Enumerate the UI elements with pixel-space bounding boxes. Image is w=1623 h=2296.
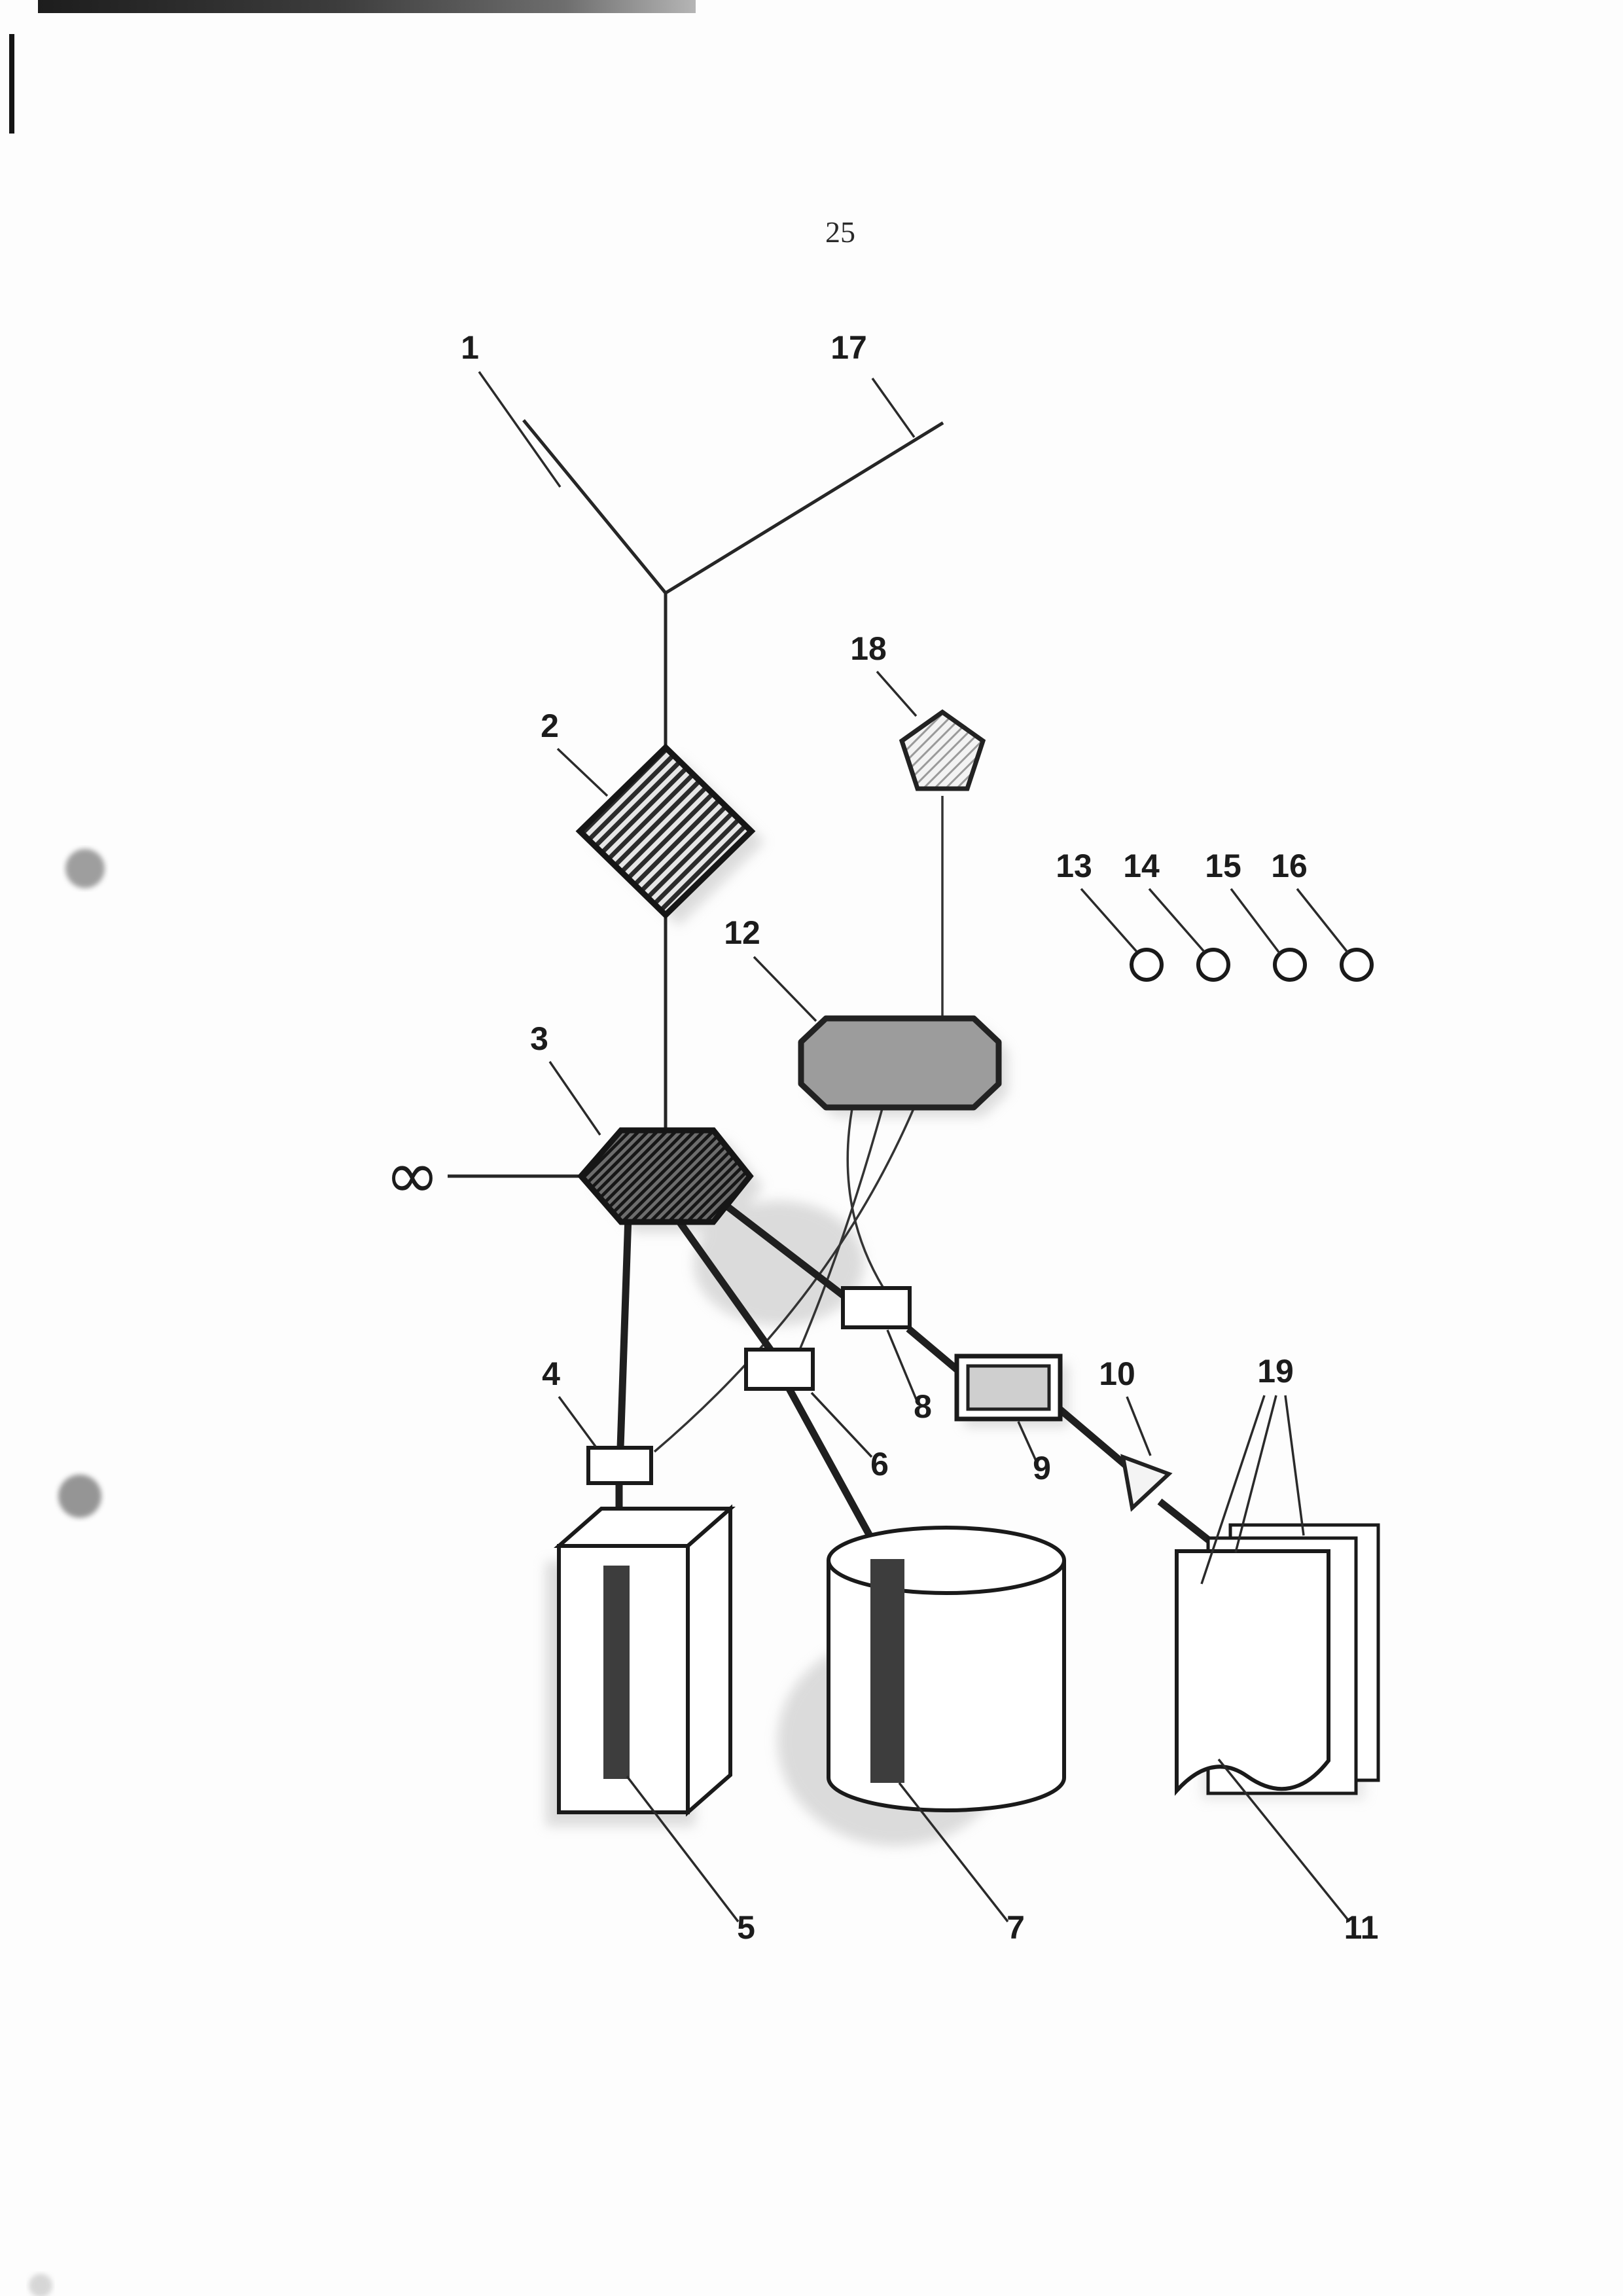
components bbox=[554, 709, 1380, 1817]
guide-unit-6 bbox=[744, 1348, 815, 1391]
label-8: 8 bbox=[914, 1388, 932, 1425]
indicator-circle-13 bbox=[1130, 948, 1164, 982]
leader-15 bbox=[1230, 888, 1281, 954]
label-12: 12 bbox=[724, 914, 760, 951]
guide-unit-8 bbox=[841, 1286, 912, 1329]
punch-hole-top bbox=[65, 849, 105, 888]
yarn-line-left bbox=[522, 419, 667, 594]
label-18: 18 bbox=[850, 630, 887, 667]
double-frame-unit-9 bbox=[954, 1354, 1063, 1422]
leader-lines bbox=[478, 370, 1351, 1923]
line-8-to-9 bbox=[906, 1325, 961, 1374]
line-9-to-10 bbox=[1056, 1405, 1131, 1471]
label-2: 2 bbox=[541, 708, 559, 744]
label-5: 5 bbox=[737, 1909, 755, 1946]
yarn-line-right bbox=[664, 421, 944, 595]
scan-artifacts bbox=[9, 0, 696, 2296]
label-10: 10 bbox=[1099, 1355, 1135, 1392]
guide-unit-4 bbox=[586, 1446, 653, 1485]
cylinder-dark-insert bbox=[870, 1559, 904, 1783]
leader-6 bbox=[810, 1391, 873, 1458]
monitor-line-to-8 bbox=[846, 1108, 885, 1289]
leader-16 bbox=[1296, 888, 1349, 954]
box5-right-face bbox=[686, 1504, 732, 1817]
unit9-inner-frame bbox=[966, 1364, 1051, 1411]
leader-18 bbox=[876, 670, 918, 717]
leader-14 bbox=[1148, 888, 1205, 953]
cylinder-can-7 bbox=[827, 1526, 1066, 1812]
top-scan-strip bbox=[38, 0, 696, 13]
bottom-scan-speck bbox=[29, 2274, 52, 2296]
leader-12 bbox=[753, 956, 817, 1022]
label-4: 4 bbox=[542, 1355, 560, 1392]
label-6: 6 bbox=[870, 1446, 889, 1482]
infinity-symbol: ∞ bbox=[385, 1137, 439, 1213]
label-11: 11 bbox=[1344, 1909, 1379, 1946]
indicator-circle-14 bbox=[1196, 948, 1230, 982]
label-15: 15 bbox=[1205, 848, 1241, 884]
leader-7 bbox=[898, 1782, 1009, 1923]
label-16: 16 bbox=[1271, 848, 1308, 884]
hexagon-unit-3 bbox=[577, 1127, 754, 1225]
leader-1 bbox=[478, 370, 562, 488]
line-3-to-8 bbox=[713, 1194, 848, 1300]
leader-19b bbox=[1234, 1395, 1277, 1553]
label-14: 14 bbox=[1123, 848, 1160, 884]
page-number: 25 bbox=[825, 215, 855, 249]
leader-10 bbox=[1126, 1396, 1152, 1456]
label-13: 13 bbox=[1056, 848, 1092, 884]
cylinder-top-opening bbox=[827, 1526, 1066, 1595]
monitor-line-to-4 bbox=[653, 1108, 915, 1453]
leader-19c bbox=[1284, 1395, 1305, 1536]
reference-labels: 25 1 17 2 18 12 13 14 15 16 3 ∞ 4 8 6 9 … bbox=[385, 215, 1378, 1946]
label-17: 17 bbox=[830, 329, 867, 366]
box5-dark-insert bbox=[603, 1566, 630, 1779]
container-box-5 bbox=[554, 1504, 736, 1817]
leader-19a bbox=[1200, 1395, 1266, 1585]
leader-11 bbox=[1217, 1758, 1351, 1923]
path-smudge bbox=[694, 1201, 864, 1325]
sheet-front bbox=[1175, 1549, 1330, 1796]
label-1: 1 bbox=[461, 329, 479, 366]
leader-4 bbox=[558, 1395, 597, 1448]
label-7: 7 bbox=[1007, 1909, 1025, 1946]
leader-3 bbox=[548, 1061, 601, 1136]
monitor-lines bbox=[653, 796, 944, 1453]
line-10-to-11 bbox=[1157, 1498, 1212, 1544]
punch-hole-bottom bbox=[58, 1475, 101, 1518]
leader-2 bbox=[556, 747, 609, 797]
funnel-unit-10 bbox=[1120, 1454, 1173, 1512]
diamond-unit-2 bbox=[575, 743, 756, 920]
yarn-lines bbox=[448, 419, 944, 1178]
line-3-to-6 bbox=[672, 1213, 776, 1355]
indicator-circle-15 bbox=[1273, 948, 1307, 982]
leader-17 bbox=[871, 377, 916, 439]
label-9: 9 bbox=[1033, 1450, 1051, 1486]
leader-8 bbox=[886, 1329, 918, 1400]
leader-5 bbox=[626, 1775, 740, 1923]
monitor-line-to-6 bbox=[798, 1108, 883, 1350]
indicator-circles bbox=[1130, 948, 1374, 982]
pentagon-unit-18 bbox=[899, 709, 986, 791]
indicator-circle-16 bbox=[1340, 948, 1374, 982]
line-3-to-4 bbox=[616, 1215, 632, 1448]
leader-13 bbox=[1080, 888, 1138, 953]
label-3: 3 bbox=[530, 1020, 548, 1057]
sheet-stack-11 bbox=[1175, 1523, 1380, 1796]
control-unit-12 bbox=[798, 1015, 1002, 1111]
leader-9 bbox=[1017, 1421, 1038, 1463]
left-edge-mark bbox=[9, 34, 14, 134]
label-19: 19 bbox=[1257, 1353, 1294, 1390]
cylinder-body bbox=[827, 1560, 1066, 1812]
